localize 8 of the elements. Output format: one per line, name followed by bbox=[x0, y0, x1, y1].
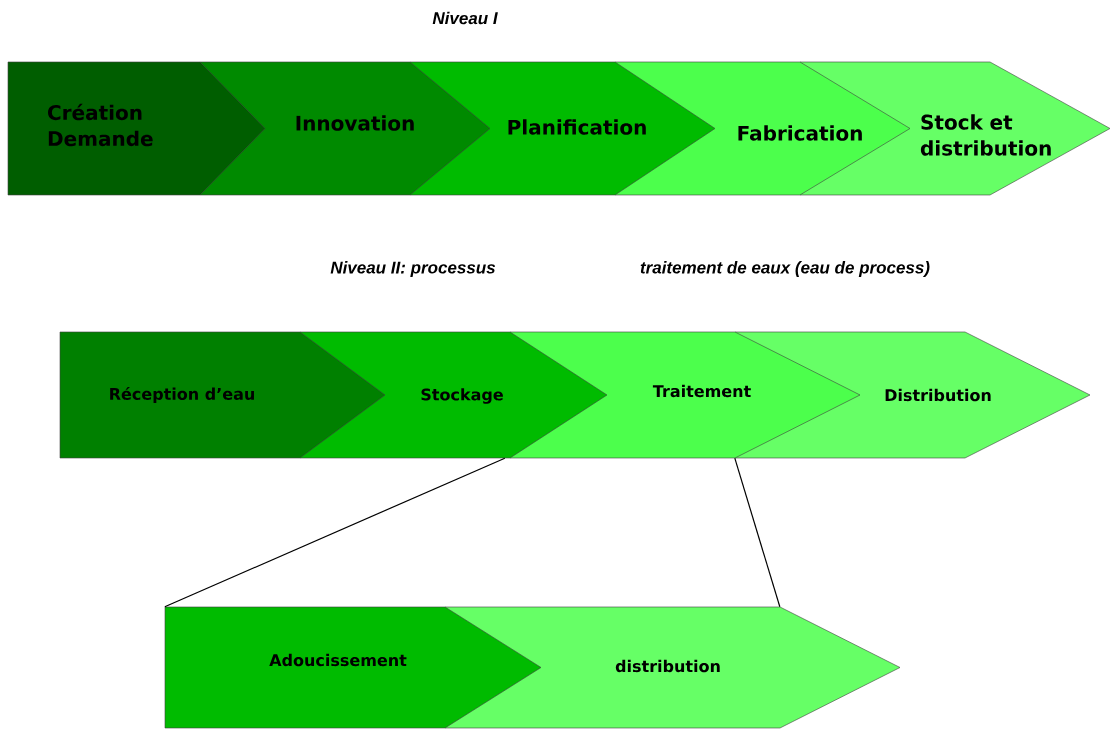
level-heading: traitement de eaux (eau de process) bbox=[640, 261, 930, 277]
connector-line bbox=[734, 457, 781, 608]
process-step: Adoucissement bbox=[164, 606, 542, 729]
level-heading: Niveau I bbox=[432, 11, 498, 25]
connector-line bbox=[164, 457, 506, 608]
level-heading: Niveau II: processus bbox=[330, 261, 496, 277]
process-step: Réception d’eau bbox=[59, 331, 386, 459]
process-step: Création Demande bbox=[7, 61, 266, 196]
